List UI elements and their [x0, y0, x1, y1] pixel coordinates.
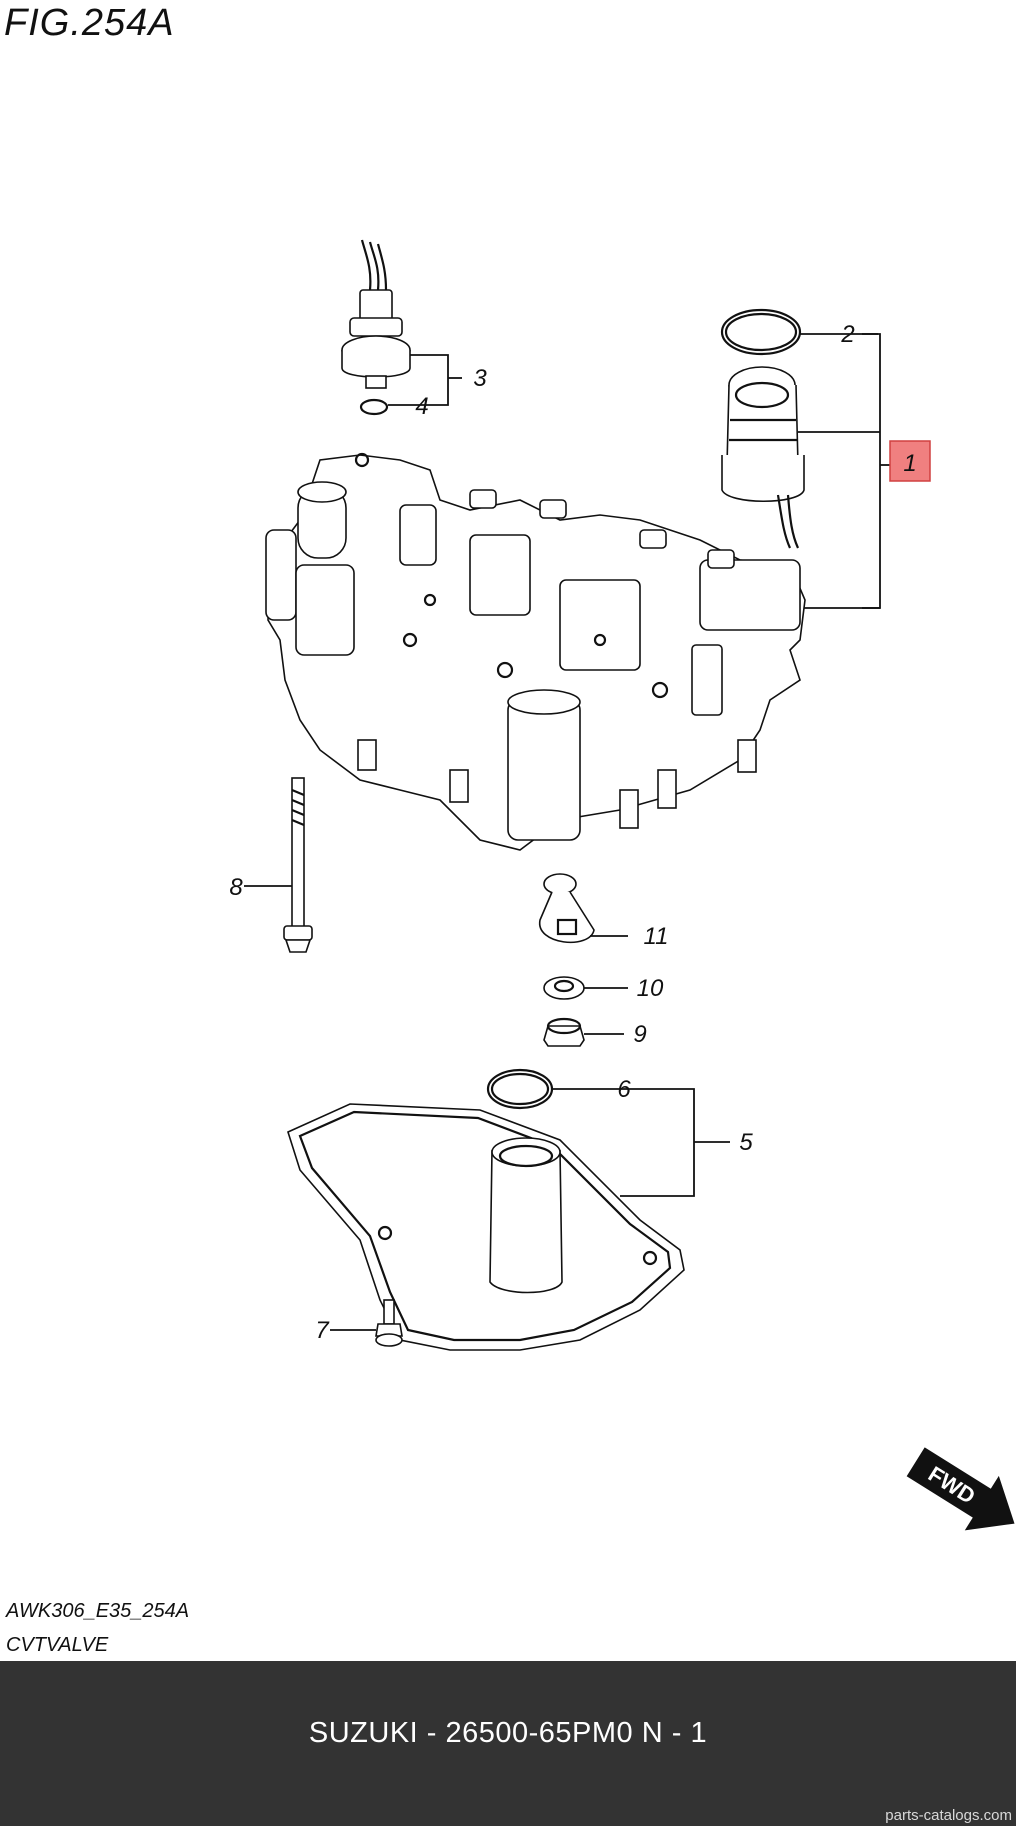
part-10-washer[interactable]: [543, 976, 585, 1000]
part-3-pressure-sensor[interactable]: [341, 239, 411, 389]
part-5-strainer[interactable]: [287, 1103, 685, 1351]
part-11-plate[interactable]: [539, 873, 595, 944]
callout-5[interactable]: 5: [739, 1129, 753, 1156]
part-9-nut[interactable]: [543, 1017, 585, 1047]
callout-2[interactable]: 2: [840, 321, 854, 348]
part-2-o-ring[interactable]: [720, 308, 802, 356]
callout-11[interactable]: 11: [644, 923, 669, 950]
callout-6[interactable]: 6: [617, 1076, 631, 1103]
callout-1[interactable]: 1: [903, 450, 916, 477]
footer-bar: SUZUKI - 26500-65PM0 N - 1 parts-catalog…: [0, 1661, 1016, 1826]
callout-8[interactable]: 8: [229, 874, 243, 901]
leader-lines: [244, 333, 895, 1331]
part-7-bolt[interactable]: [375, 1299, 403, 1347]
connector-assembly[interactable]: [721, 366, 805, 549]
part-4-o-ring[interactable]: [359, 398, 389, 416]
callout-4[interactable]: 4: [415, 393, 428, 420]
callout-10[interactable]: 10: [637, 975, 664, 1002]
site-link[interactable]: parts-catalogs.com: [885, 1807, 1012, 1824]
part-6-o-ring[interactable]: [486, 1068, 554, 1110]
callout-9[interactable]: 9: [633, 1021, 646, 1048]
exploded-parts-diagram: 1 2 3 4 5 6 7 8 9 10 11 FWD: [229, 239, 1015, 1531]
fwd-arrow-icon: FWD: [906, 1447, 1015, 1531]
drawing-code: AWK306_E35_254A: [6, 1600, 190, 1622]
part-number-title: SUZUKI - 26500-65PM0 N - 1: [308, 1717, 708, 1749]
cvt-valve-body[interactable]: [265, 452, 806, 851]
part-1-highlight: [889, 440, 931, 482]
callout-3[interactable]: 3: [473, 365, 487, 392]
drawing-name: CVTVALVE: [6, 1634, 109, 1656]
part-8-bolt[interactable]: [283, 777, 313, 953]
callout-7[interactable]: 7: [315, 1317, 330, 1344]
figure-title: FIG.254A: [4, 2, 175, 44]
